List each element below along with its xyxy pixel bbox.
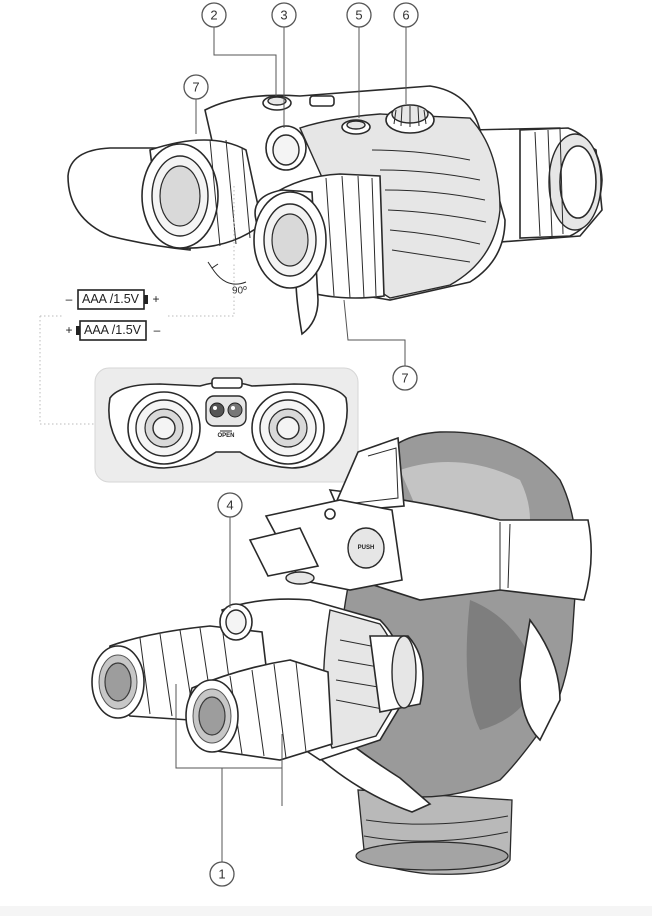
svg-text:7: 7	[401, 371, 408, 386]
head-mount-bracket: PUSH	[248, 499, 403, 591]
front-eyepiece	[253, 173, 385, 336]
callout-7-bottom: 7	[392, 365, 418, 391]
knurled-dial	[385, 104, 435, 134]
rotation-label: 90º	[232, 286, 247, 297]
svg-text:7: 7	[192, 80, 199, 95]
bottom-callout-leaders	[175, 517, 283, 862]
mounted-binocular	[91, 598, 424, 761]
callout-5: 5	[346, 2, 372, 28]
battery-compartment: OPEN	[205, 395, 247, 439]
left-eyepiece	[67, 125, 307, 251]
battery-1: – AAA /1.5V +	[66, 289, 160, 310]
callout-6: 6	[393, 2, 419, 28]
callout-3: 3	[271, 2, 297, 28]
svg-text:1: 1	[218, 867, 225, 882]
svg-text:6: 6	[402, 8, 409, 23]
svg-text:5: 5	[355, 8, 362, 23]
svg-text:AAA /1.5V: AAA /1.5V	[82, 292, 140, 306]
top-callout-leaders	[39, 27, 407, 425]
svg-text:AAA /1.5V: AAA /1.5V	[84, 323, 142, 337]
svg-text:+: +	[65, 323, 72, 337]
battery-2: + AAA /1.5V –	[65, 320, 161, 341]
bottom-strip	[0, 906, 652, 916]
callout-2: 2	[201, 2, 227, 28]
front-view-inset: OPEN	[94, 367, 359, 483]
push-marking: PUSH	[358, 545, 375, 551]
open-marking: OPEN	[217, 433, 234, 439]
svg-text:–: –	[154, 323, 161, 337]
callout-4: 4	[217, 492, 243, 518]
svg-text:3: 3	[280, 8, 287, 23]
callout-7-top: 7	[183, 74, 209, 100]
svg-text:4: 4	[226, 498, 233, 513]
rotation-arc	[211, 267, 247, 285]
callout-1: 1	[209, 861, 235, 887]
binocular-side-view: 90º	[67, 85, 603, 336]
svg-text:2: 2	[210, 8, 217, 23]
svg-text:+: +	[152, 292, 159, 306]
svg-text:–: –	[66, 292, 73, 306]
